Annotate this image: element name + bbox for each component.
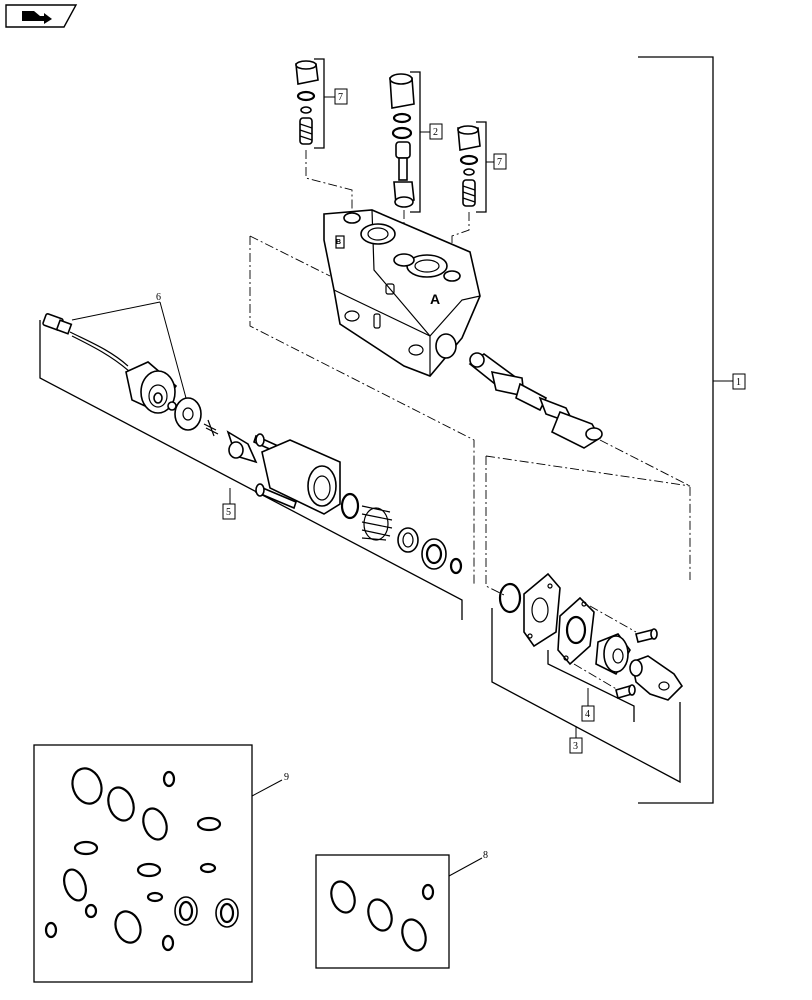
clevis-pin bbox=[629, 655, 684, 701]
guide-line-left-cartridge bbox=[305, 150, 353, 214]
cap-screw-lower bbox=[615, 684, 636, 699]
leader-8 bbox=[448, 857, 483, 877]
o-ring-solenoid bbox=[449, 557, 463, 575]
callout-5[interactable]: 5 bbox=[222, 503, 236, 520]
nav-back-button[interactable] bbox=[5, 4, 78, 28]
guide-line-spool bbox=[599, 439, 691, 580]
callout-7a[interactable]: 7 bbox=[334, 88, 348, 105]
phantom-outline-left bbox=[249, 236, 475, 584]
callout-1[interactable]: 1 bbox=[732, 373, 746, 390]
bracket-5 bbox=[39, 320, 463, 620]
port-a-mark: A bbox=[430, 291, 440, 307]
callout-7b[interactable]: 7 bbox=[493, 153, 507, 170]
mounting-screw-lower bbox=[255, 483, 297, 510]
guide-line-right-cartridge bbox=[451, 212, 470, 262]
bracket-3 bbox=[491, 608, 681, 784]
bracket-main bbox=[638, 56, 714, 804]
phantom-outline-right bbox=[485, 455, 691, 597]
leader-9 bbox=[251, 779, 283, 797]
end-cap bbox=[595, 633, 631, 676]
callout-2[interactable]: 2 bbox=[429, 123, 443, 140]
spool bbox=[468, 352, 603, 449]
callout-2-label: 2 bbox=[433, 127, 438, 138]
solenoid-connector bbox=[42, 313, 131, 373]
leader-6 bbox=[71, 301, 187, 399]
callout-7b-label: 7 bbox=[497, 157, 502, 168]
seal-kit-8 bbox=[315, 854, 450, 969]
solenoid-stem bbox=[203, 419, 258, 464]
callout-3[interactable]: 3 bbox=[569, 737, 583, 754]
callout-3-label: 3 bbox=[573, 741, 578, 752]
bracket-7b bbox=[476, 121, 487, 213]
callout-1-label: 1 bbox=[736, 377, 741, 388]
callout-7a-label: 7 bbox=[338, 92, 343, 103]
cap-seal bbox=[421, 538, 447, 570]
o-ring-cap bbox=[498, 582, 522, 614]
cap-screw-upper bbox=[635, 628, 658, 643]
bracket-4 bbox=[547, 650, 635, 722]
callout-4-label: 4 bbox=[585, 709, 590, 720]
relief-cartridge-left bbox=[295, 60, 319, 145]
valve-section-body: A B bbox=[323, 209, 481, 377]
callout-4[interactable]: 4 bbox=[581, 705, 595, 722]
port-b-mark: B bbox=[336, 239, 341, 246]
cap-plate bbox=[557, 596, 595, 666]
solenoid-coil bbox=[125, 361, 178, 414]
callout-9-label: 9 bbox=[284, 772, 289, 783]
spring-retainer bbox=[397, 527, 419, 553]
bracket-7a bbox=[314, 58, 325, 149]
callout-5-label: 5 bbox=[226, 507, 231, 518]
solenoid-nut bbox=[167, 397, 202, 431]
cap-plate-gasket bbox=[523, 572, 561, 648]
callout-6-label: 6 bbox=[156, 292, 161, 303]
relief-cartridge-right bbox=[457, 125, 481, 207]
seal-kit-9 bbox=[33, 744, 253, 983]
callout-8-label: 8 bbox=[483, 850, 488, 861]
relief-cartridge-center bbox=[389, 73, 415, 208]
return-spring bbox=[340, 492, 393, 541]
arrow-back-icon bbox=[22, 11, 52, 24]
bracket-2 bbox=[410, 71, 421, 213]
solenoid-housing bbox=[261, 439, 341, 515]
